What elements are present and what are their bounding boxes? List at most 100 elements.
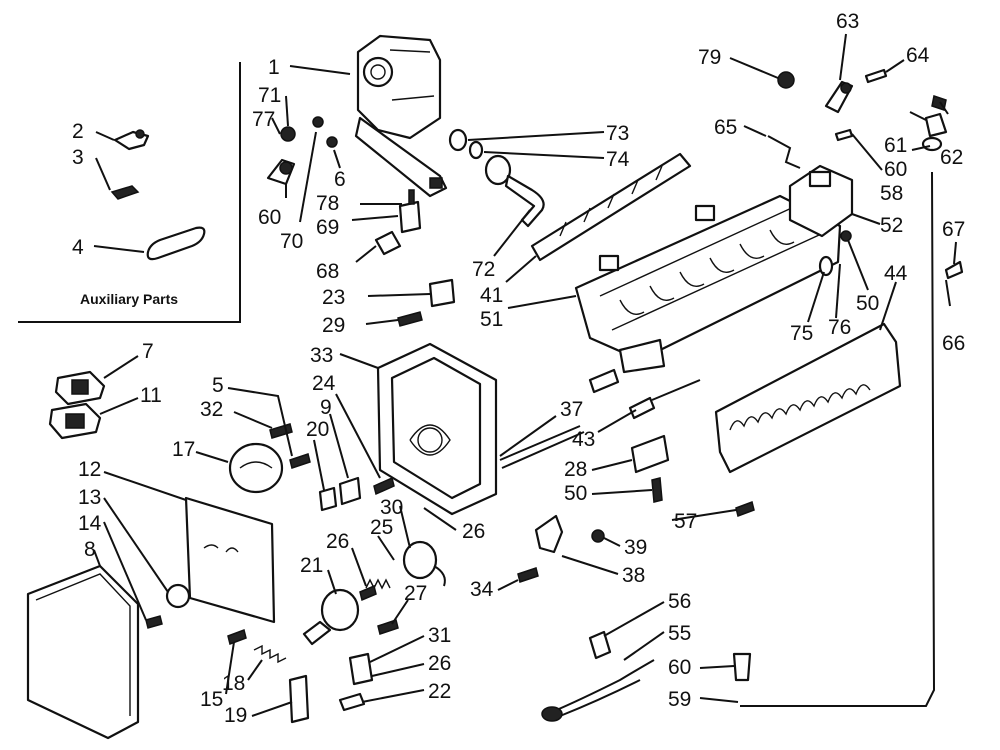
label-30: 30: [380, 496, 403, 519]
label-72: 72: [472, 258, 495, 281]
label-26-c: 26: [428, 652, 451, 675]
part-6-nut: [326, 136, 338, 148]
label-69: 69: [316, 216, 339, 239]
part-27-screw: [377, 619, 399, 635]
label-51: 51: [480, 308, 503, 331]
part-20-24-9-clips: [318, 476, 395, 512]
label-15: 15: [200, 688, 223, 711]
part-52-housing: [788, 164, 854, 238]
label-41: 41: [480, 284, 503, 307]
part-78-69-clip: [398, 189, 422, 234]
part-19-lever: [288, 674, 310, 724]
part-2-clip: [113, 129, 150, 151]
label-3: 3: [72, 146, 84, 169]
label-33: 33: [310, 344, 333, 367]
label-27: 27: [404, 582, 427, 605]
auxiliary-parts-box: Auxiliary Parts: [18, 62, 241, 323]
part-63-arm: [824, 80, 854, 114]
part-56-connector: [588, 630, 612, 660]
label-39: 39: [624, 536, 647, 559]
part-37-wire: [499, 425, 585, 469]
part-55-harness: [541, 659, 655, 722]
label-50-b: 50: [564, 482, 587, 505]
label-2: 2: [72, 120, 84, 143]
label-64: 64: [906, 44, 930, 67]
part-60-fitting: [732, 652, 752, 682]
part-23-bracket: [428, 278, 456, 308]
part-50-screw: [651, 477, 663, 503]
part-68-sleeve: [374, 230, 402, 256]
part-51-ice-mold: [574, 194, 842, 374]
part-18-spring: [253, 644, 287, 664]
label-34: 34: [470, 578, 494, 601]
label-43: 43: [572, 428, 595, 451]
part-1-control-module: [354, 34, 448, 198]
part-22-clip: [338, 692, 366, 712]
label-78: 78: [316, 192, 339, 215]
part-5-32-screws: [269, 423, 311, 469]
part-33-housing: [376, 342, 498, 516]
label-56: 56: [668, 590, 691, 613]
part-labels: 1 71 77 60 70 6 78 69 68 2 3 4 73 74 72 …: [72, 10, 965, 727]
part-79-nut: [777, 71, 795, 89]
part-61-62-valve: [921, 95, 948, 152]
part-39-nut: [591, 529, 605, 543]
part-25-26-spring: [359, 578, 391, 602]
label-4: 4: [72, 236, 84, 259]
label-24: 24: [312, 372, 336, 395]
label-38: 38: [622, 564, 645, 587]
label-37: 37: [560, 398, 583, 421]
part-38-bracket: [534, 514, 564, 554]
label-12: 12: [78, 458, 101, 481]
label-8: 8: [84, 538, 96, 561]
label-23: 23: [322, 286, 345, 309]
label-70: 70: [280, 230, 303, 253]
part-28-bracket: [630, 434, 670, 474]
part-72-cam-shaft: [484, 154, 545, 228]
label-14: 14: [78, 512, 102, 535]
label-59: 59: [668, 688, 691, 711]
part-7-switch: [54, 370, 106, 406]
label-26: 26: [462, 520, 485, 543]
label-65: 65: [714, 116, 737, 139]
label-20: 20: [306, 418, 329, 441]
part-13-gear: [165, 583, 191, 609]
part-15-screw: [227, 629, 247, 645]
part-64-pin: [864, 68, 888, 84]
part-75-76-fasteners: [818, 230, 852, 277]
label-32: 32: [200, 398, 223, 421]
label-60-c: 60: [668, 656, 691, 679]
label-29: 29: [322, 314, 345, 337]
label-75: 75: [790, 322, 813, 345]
label-62: 62: [940, 146, 963, 169]
part-71-77-fittings: [266, 126, 296, 186]
label-60-b: 60: [884, 158, 907, 181]
label-58: 58: [880, 182, 903, 205]
part-3-screw: [110, 185, 140, 200]
label-9: 9: [320, 396, 332, 419]
label-25: 25: [370, 516, 393, 539]
label-55: 55: [668, 622, 691, 645]
label-77: 77: [252, 108, 275, 131]
label-44: 44: [884, 262, 908, 285]
label-71: 71: [258, 84, 281, 107]
label-5: 5: [212, 374, 224, 397]
label-52: 52: [880, 214, 903, 237]
part-11-switch: [48, 402, 102, 440]
part-34-screw: [517, 567, 539, 583]
part-31-switch: [348, 652, 374, 686]
label-13: 13: [78, 486, 101, 509]
part-58-screw: [834, 128, 854, 142]
label-18: 18: [222, 672, 245, 695]
label-31: 31: [428, 624, 451, 647]
label-1: 1: [268, 56, 280, 79]
part-57-screw: [735, 501, 755, 517]
label-6: 6: [334, 168, 346, 191]
label-79: 79: [698, 46, 721, 69]
label-73: 73: [606, 122, 629, 145]
label-50: 50: [856, 292, 879, 315]
label-17: 17: [172, 438, 195, 461]
part-14-screw: [145, 615, 163, 629]
part-8-cover: [26, 564, 140, 740]
